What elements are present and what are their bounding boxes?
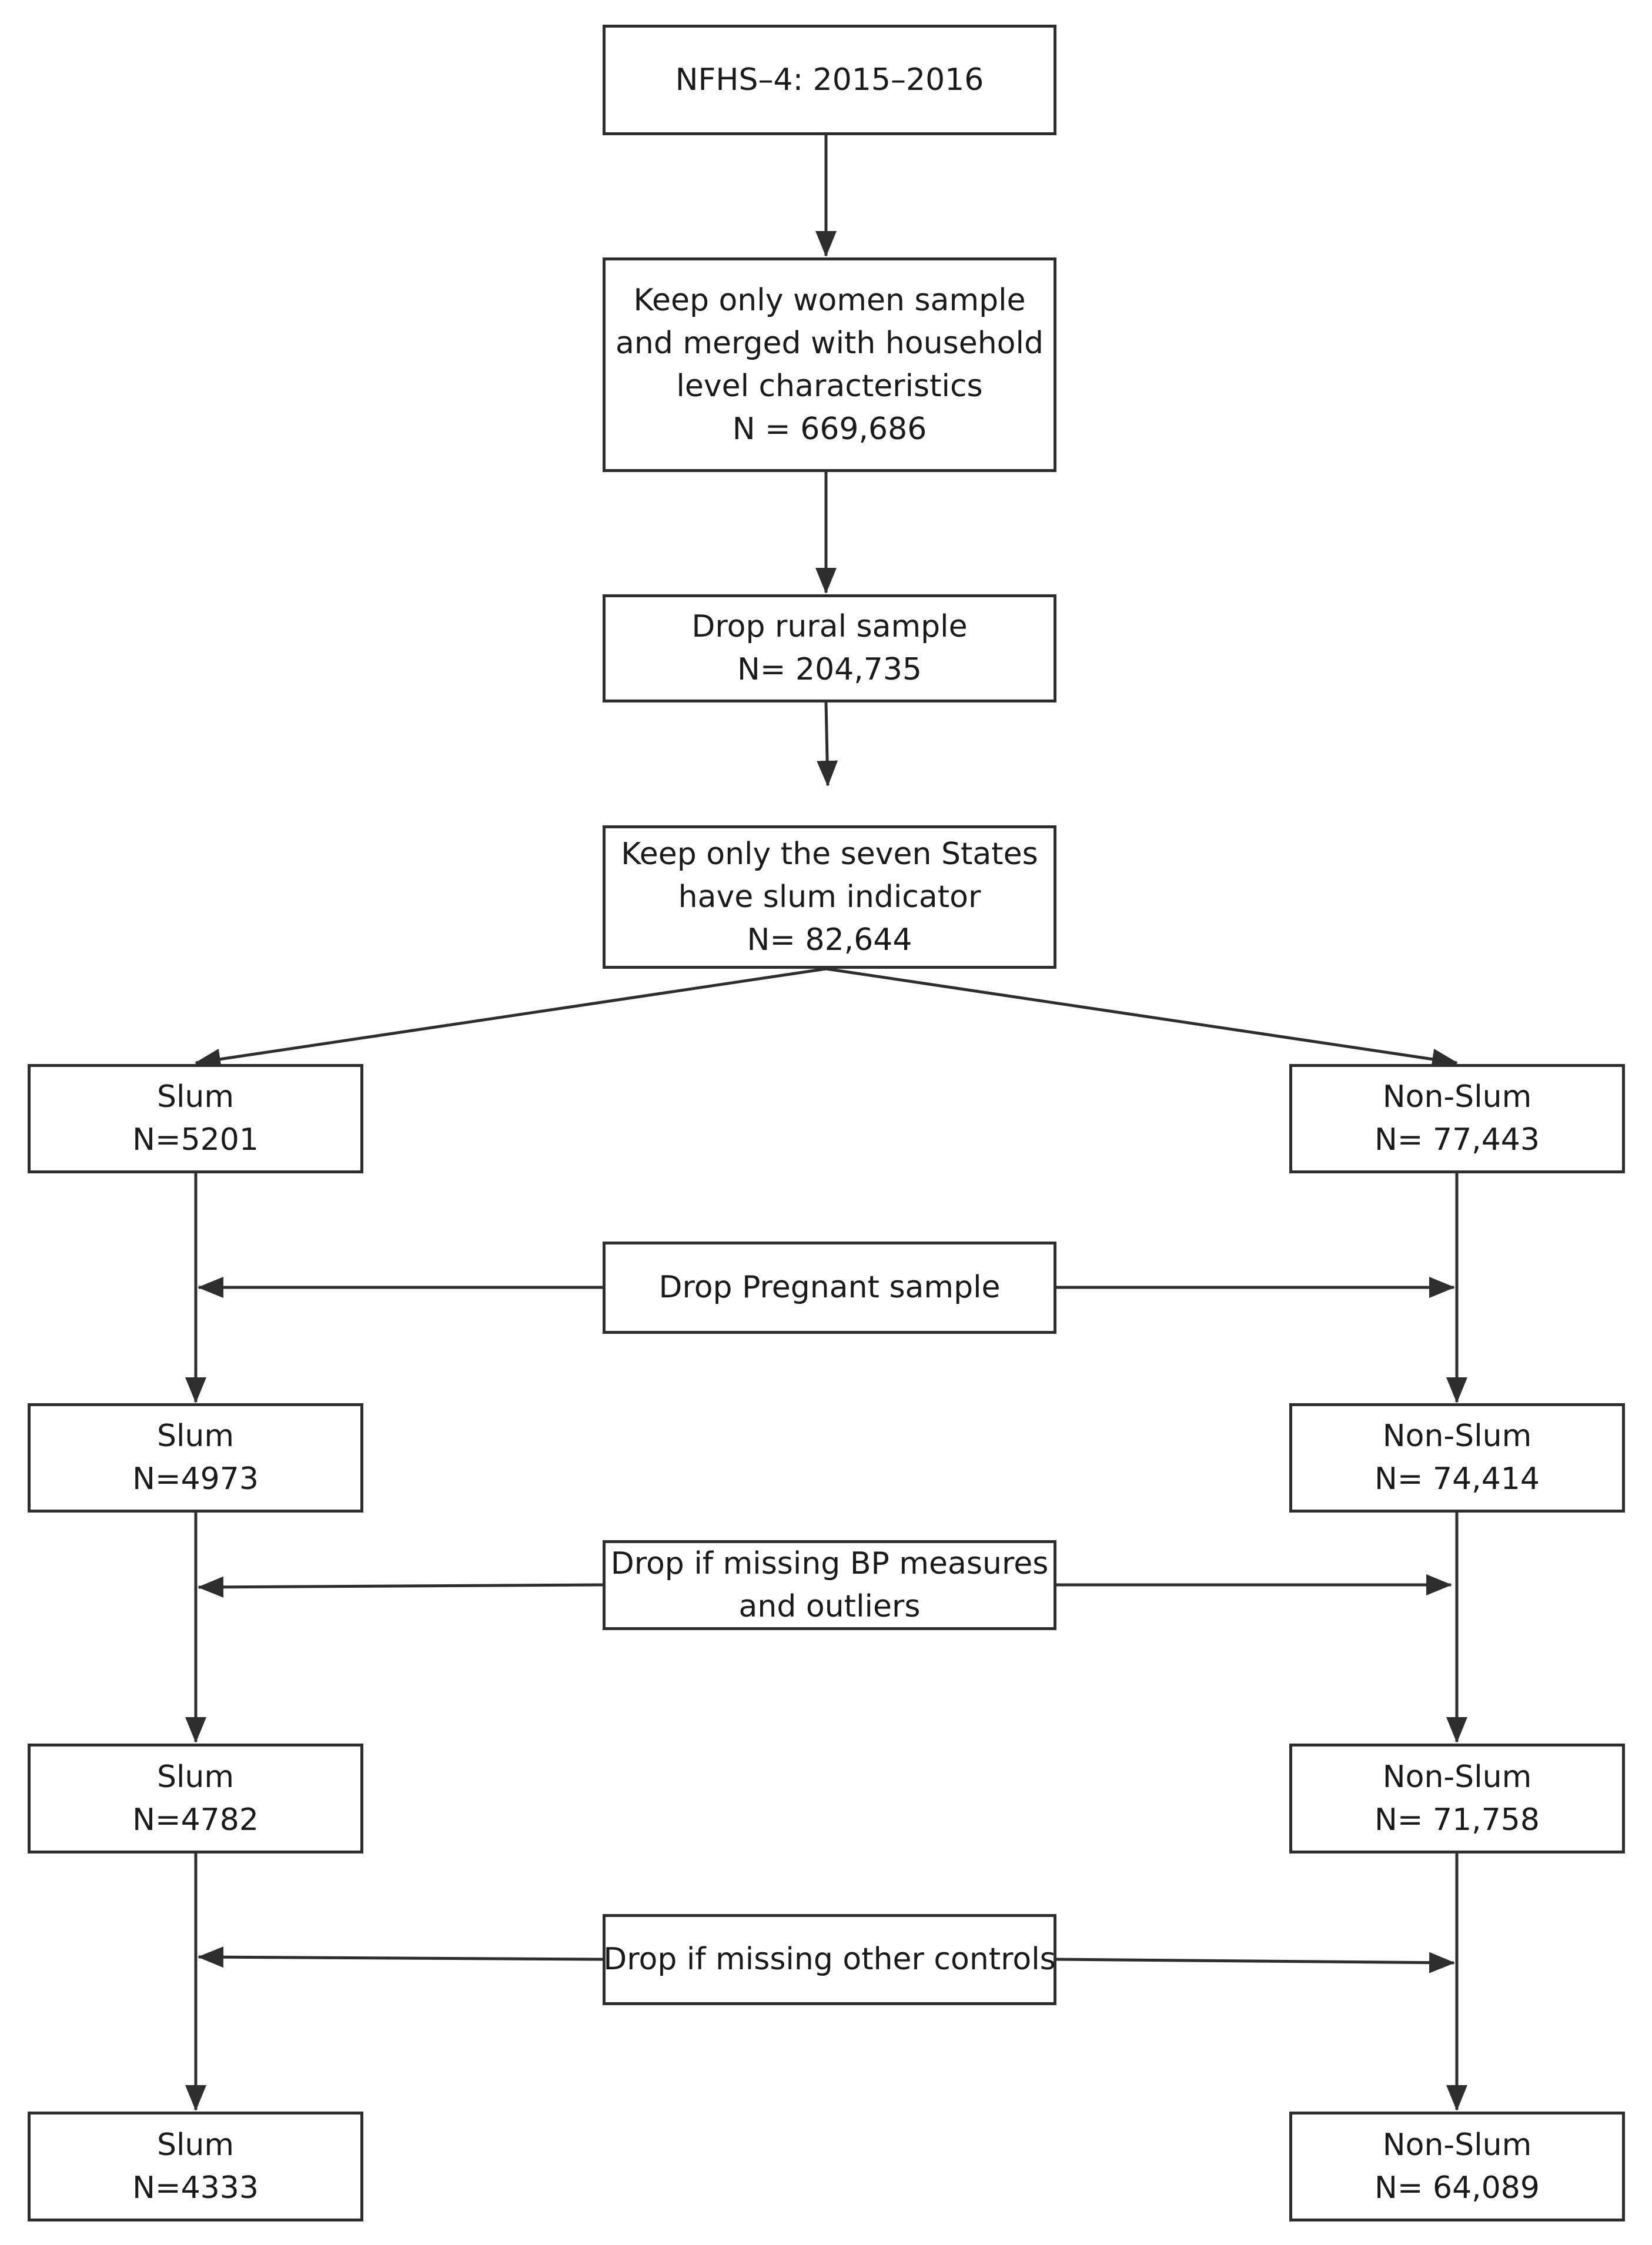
nonslum-count: N= 77,443 (1375, 1122, 1540, 1157)
slum-count: N=5201 (132, 1122, 259, 1157)
nonslum-label: Non-Slum (1382, 1759, 1532, 1795)
drop-rural-line: Drop rural sample (691, 609, 968, 644)
nonslum-box-1: Non-Slum N= 77,443 (1289, 1064, 1625, 1173)
nonslum-label: Non-Slum (1382, 1079, 1532, 1115)
women-sample-box: Keep only women sample and merged with h… (603, 257, 1056, 472)
slum-label: Slum (156, 2127, 235, 2163)
arrow-drop-controls-right (1056, 1952, 1455, 1973)
slum-label: Slum (156, 1759, 235, 1795)
slum-box-1: Slum N=5201 (28, 1064, 363, 1173)
source-line: NFHS–4: 2015–2016 (675, 62, 984, 98)
nonslum-box-4: Non-Slum N= 64,089 (1289, 2112, 1625, 2221)
women-sample-line: Keep only women sample (633, 282, 1026, 318)
slum-count: N=4782 (132, 1802, 259, 1838)
drop-controls-line: Drop if missing other controls (603, 1942, 1056, 1977)
arrow-drop-bp-left (198, 1576, 603, 1598)
women-sample-line: level characteristics (676, 368, 983, 404)
nonslum-label: Non-Slum (1382, 2127, 1532, 2163)
nonslum-count: N= 64,089 (1375, 2170, 1540, 2206)
arrow-drop-controls-left (198, 1946, 603, 1968)
drop-rural-count: N= 204,735 (737, 652, 922, 687)
nonslum-box-2: Non-Slum N= 74,414 (1289, 1403, 1625, 1513)
drop-pregnant-line: Drop Pregnant sample (658, 1270, 1001, 1305)
slum-label: Slum (156, 1079, 235, 1115)
slum-box-3: Slum N=4782 (28, 1744, 363, 1853)
drop-controls-box: Drop if missing other controls (603, 1914, 1056, 2005)
nonslum-count: N= 71,758 (1375, 1802, 1540, 1838)
arrow-drop-rural-to-seven-states (817, 702, 838, 787)
nonslum-box-3: Non-Slum N= 71,758 (1289, 1744, 1625, 1853)
slum-count: N=4973 (132, 1461, 259, 1497)
seven-states-line: Keep only the seven States (621, 836, 1038, 872)
nonslum-count: N= 74,414 (1375, 1461, 1540, 1497)
drop-pregnant-box: Drop Pregnant sample (603, 1242, 1056, 1334)
drop-bp-line: Drop if missing BP measures (610, 1545, 1049, 1581)
drop-rural-box: Drop rural sample N= 204,735 (603, 594, 1056, 702)
slum-count: N=4333 (132, 2170, 259, 2206)
slum-label: Slum (156, 1418, 235, 1454)
drop-bp-line: and outliers (738, 1588, 921, 1624)
arrow-seven-states-to-slum (195, 967, 827, 1070)
nonslum-label: Non-Slum (1382, 1418, 1532, 1454)
drop-bp-box: Drop if missing BP measures and outliers (603, 1540, 1056, 1630)
women-sample-count: N = 669,686 (732, 411, 927, 447)
slum-box-2: Slum N=4973 (28, 1403, 363, 1513)
seven-states-count: N= 82,644 (747, 922, 912, 958)
source-box: NFHS–4: 2015–2016 (603, 25, 1056, 135)
slum-box-4: Slum N=4333 (28, 2112, 363, 2221)
seven-states-line: have slum indicator (678, 879, 981, 915)
seven-states-box: Keep only the seven States have slum ind… (603, 825, 1056, 969)
arrow-seven-states-to-nonslum (825, 967, 1458, 1070)
women-sample-line: and merged with household (616, 325, 1044, 361)
